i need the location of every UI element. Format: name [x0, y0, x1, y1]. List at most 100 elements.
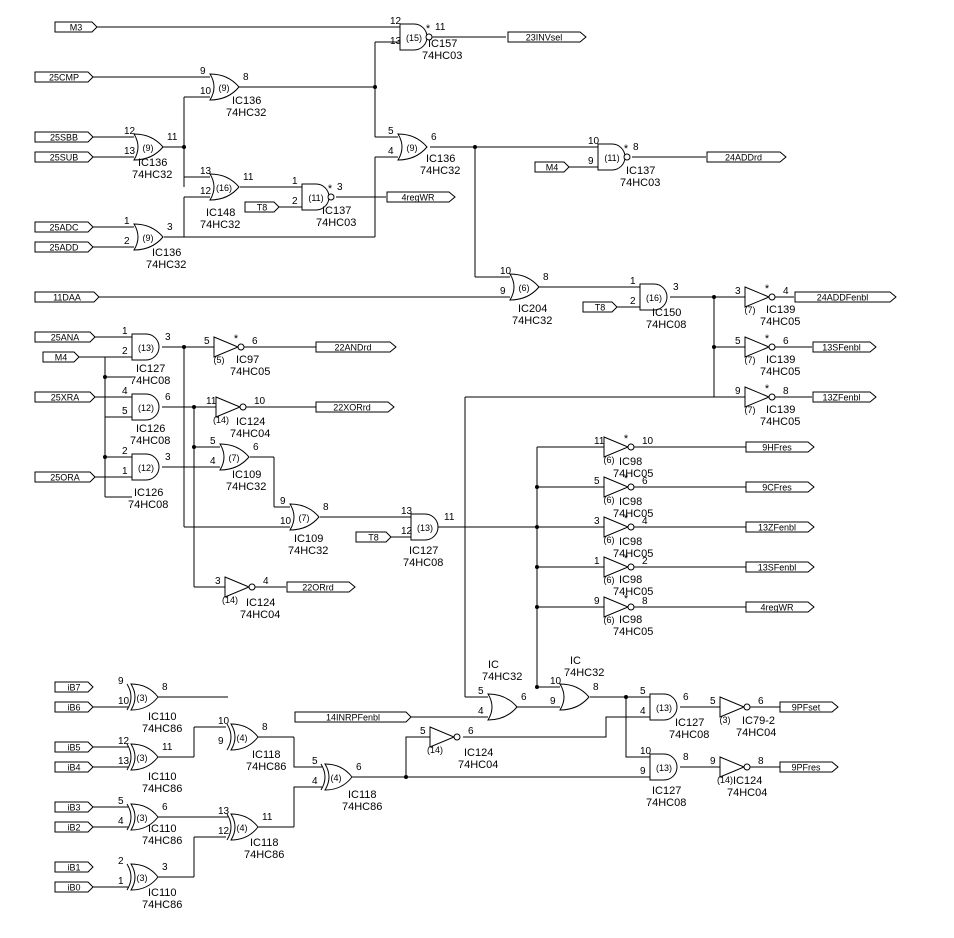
port-label: 9HFres [762, 443, 792, 453]
input-port: M4 [534, 161, 570, 173]
gate-unit-number: (16) [216, 183, 232, 193]
port-label: 25ADC [49, 223, 79, 233]
gate-part-number: 74HC05 [760, 316, 800, 328]
pin-number: 8 [593, 682, 599, 693]
gate-reference: IC110 [148, 771, 177, 783]
gate-part-number: 74HC08 [646, 797, 686, 809]
gate-unit-number: (6) [604, 495, 615, 505]
gate-unit-number: (14) [427, 745, 443, 755]
input-port: iB5 [54, 741, 94, 753]
gate-part-number: 74HC05 [613, 468, 653, 480]
not-gate-symbol [603, 436, 630, 458]
gate-unit-number: (6) [604, 575, 615, 585]
gate-unit-number: (7) [745, 405, 756, 415]
port-label: iB6 [67, 703, 80, 713]
gate-part-number: 74HC86 [142, 899, 182, 911]
pin-number: 3 [594, 516, 600, 527]
gate-unit-number: (13) [656, 703, 672, 713]
gate-reference: IC127 [409, 545, 438, 557]
gate-reference: IC [570, 655, 581, 667]
port-label: M4 [546, 163, 559, 173]
gate-part-number: 74HC32 [420, 165, 460, 177]
pin-number: 9 [594, 596, 600, 607]
input-port: 25CMP [34, 71, 94, 83]
gate-part-number: 74HC86 [342, 801, 382, 813]
xor-gate-symbol [130, 803, 159, 831]
pin-number: 5 [420, 726, 426, 737]
or-gate-symbol [133, 133, 164, 161]
pin-number: 9 [640, 766, 646, 777]
gate-part-number: 74HC86 [244, 849, 284, 861]
gate-reference: IC137 [626, 165, 655, 177]
inversion-bubble [627, 603, 635, 611]
gate-reference: IC124 [246, 597, 275, 609]
pin-number: 5 [594, 476, 600, 487]
port-label: 23INVsel [526, 33, 563, 43]
port-label: 13SFenbl [822, 343, 861, 353]
pin-number: 5 [710, 696, 716, 707]
pin-number: 8 [758, 756, 764, 767]
port-label: iB2 [67, 823, 80, 833]
junction-dot [712, 345, 716, 349]
port-label: iB1 [67, 863, 80, 873]
gate-part-number: 74HC08 [646, 319, 686, 331]
pin-number: 2 [292, 196, 298, 207]
pin-number: 4 [640, 706, 646, 717]
pin-number: 5 [735, 336, 741, 347]
port-label: T8 [257, 203, 268, 213]
gate-reference: IC139 [766, 304, 795, 316]
junction-dot [535, 485, 539, 489]
gate-part-number: 74HC32 [146, 259, 186, 271]
pin-number: 12 [390, 16, 402, 27]
pin-number: 8 [543, 272, 549, 283]
and-gate-symbol [639, 283, 668, 311]
port-label: 24ADDFenbl [817, 293, 869, 303]
input-port: iB3 [54, 801, 94, 813]
input-port: T8 [355, 531, 392, 543]
input-port: T8 [244, 201, 280, 213]
inversion-bubble [768, 343, 776, 351]
gate-part-number: 74HC08 [669, 729, 709, 741]
pin-number: 6 [521, 692, 527, 703]
or-gate-symbol [209, 73, 240, 101]
gate-unit-number: (3) [137, 693, 148, 703]
output-port: 4regWR [745, 601, 815, 613]
gate-unit-number: (16) [646, 293, 662, 303]
inversion-bubble [239, 403, 247, 411]
port-label: 25ADD [49, 243, 79, 253]
gate-unit-number: (3) [137, 873, 148, 883]
gate-reference: IC126 [136, 423, 165, 435]
pin-number: 5 [478, 686, 484, 697]
gate-reference: IC150 [652, 307, 681, 319]
gate-reference: IC136 [232, 95, 261, 107]
junction-dot [624, 695, 628, 699]
port-label: iB3 [67, 803, 80, 813]
pin-number: 8 [162, 682, 168, 693]
inversion-bubble [453, 733, 461, 741]
gate-part-number: 74HC05 [760, 416, 800, 428]
pin-number: 11 [262, 812, 273, 823]
pin-number: 13 [124, 146, 136, 157]
gate-unit-number: (4) [237, 733, 248, 743]
input-port: 11DAA [34, 291, 100, 303]
gate-part-number: 74HC05 [613, 548, 653, 560]
gate-unit-number: (13) [417, 523, 433, 533]
port-label: 25SUB [50, 153, 79, 163]
gate-part-number: 74HC32 [226, 107, 266, 119]
gate-part-number: 74HC04 [727, 787, 767, 799]
input-port: iB6 [54, 701, 94, 713]
gate-unit-number: (15) [406, 33, 422, 43]
pin-number: 3 [162, 862, 168, 873]
